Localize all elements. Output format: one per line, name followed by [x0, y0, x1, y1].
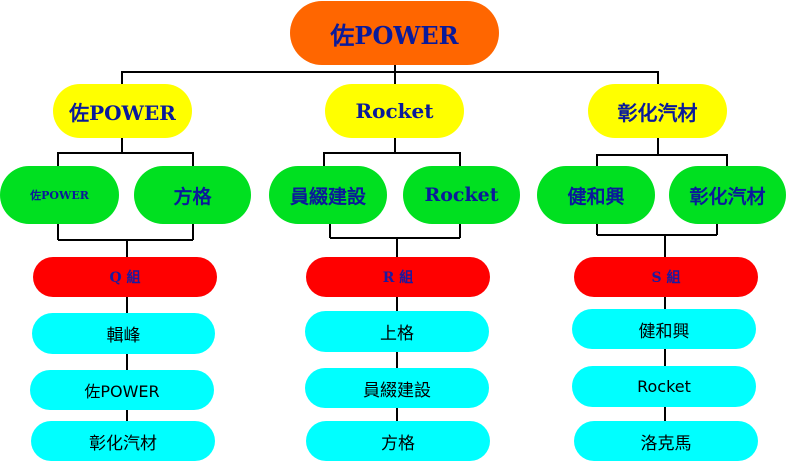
group-node-q: Q 組	[33, 257, 217, 297]
group-node-s: S 組	[574, 257, 758, 297]
member-node-s1: 健和興	[572, 309, 756, 349]
level2-node-3a: 健和興	[537, 166, 655, 224]
level2-node-3b: 彰化汽材	[669, 166, 786, 224]
member-node-q1: 輯峰	[32, 313, 215, 354]
member-node-s2: Rocket	[572, 366, 756, 407]
member-node-r1: 上格	[305, 311, 489, 352]
root-node: 佐POWER	[290, 1, 499, 65]
member-node-s3: 洛克馬	[574, 421, 758, 461]
level2-node-2a: 員綴建設	[269, 166, 387, 224]
level2-node-2b: Rocket	[403, 166, 520, 224]
level1-node-3: 彰化汽材	[588, 84, 727, 138]
member-node-r2: 員綴建設	[305, 368, 489, 408]
level2-node-1a: 佐POWER	[0, 166, 119, 224]
member-node-r3: 方格	[306, 421, 490, 461]
level1-node-2: Rocket	[325, 84, 464, 138]
member-node-q3: 彰化汽材	[31, 421, 215, 461]
member-node-q2: 佐POWER	[30, 370, 214, 410]
group-node-r: R 組	[306, 257, 490, 297]
level1-node-1: 佐POWER	[53, 84, 192, 138]
level2-node-1b: 方格	[134, 166, 251, 224]
